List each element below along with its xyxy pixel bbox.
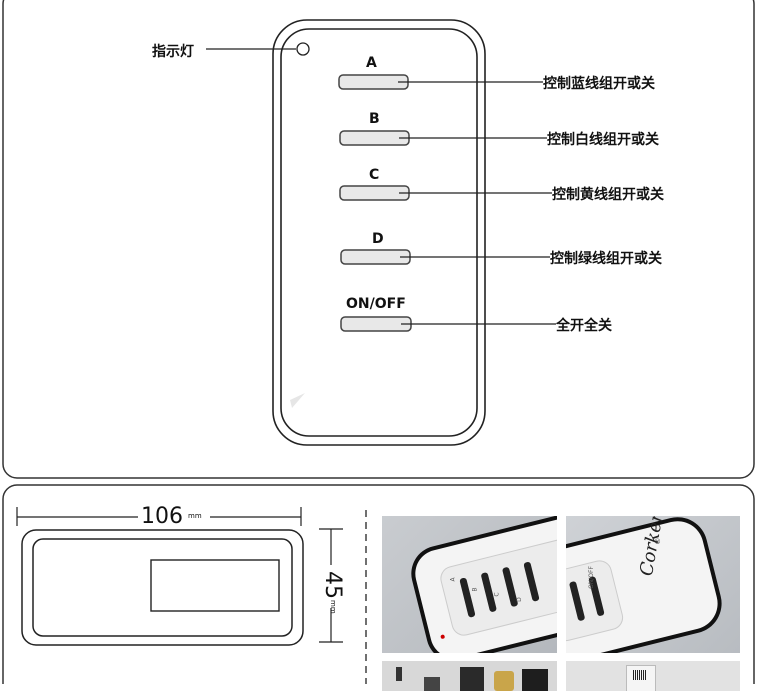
photo-letter-c: C [493, 592, 501, 597]
height-unit: mm [329, 600, 337, 614]
height-value: 45 [320, 571, 345, 599]
button-d-label: D [372, 231, 384, 247]
button-a-label: A [366, 55, 377, 71]
photo-battery [382, 661, 557, 691]
width-value: 106 [141, 504, 183, 529]
button-a-shape [338, 74, 409, 90]
indicator-light [296, 42, 310, 56]
indicator-label: 指示灯 [152, 44, 194, 60]
desc-b: 控制白线组开或关 [547, 132, 659, 148]
desc-c: 控制黄线组开或关 [552, 187, 664, 203]
width-unit: mm [188, 512, 202, 520]
button-b-shape [339, 130, 410, 146]
desc-onoff: 全开全关 [556, 318, 612, 334]
photo-letter-d: D [515, 597, 523, 602]
remote-inner [280, 28, 478, 437]
photo-remote-right: ON/OFF Corker ® [566, 516, 740, 653]
top-panel-frame [2, 0, 755, 479]
button-d-shape [340, 249, 411, 265]
button-b-label: B [369, 111, 380, 127]
button-onoff-shape [340, 316, 412, 332]
button-onoff-label: ON/OFF [346, 296, 406, 312]
photo-onoff: ON/OFF [587, 566, 595, 589]
brand-mark: ® [654, 538, 661, 546]
height-label-group: 45 mm [311, 571, 351, 614]
remote-top-view-window [150, 559, 280, 612]
bottom-panel-frame [2, 484, 755, 684]
photo-letter-a: A [449, 577, 457, 582]
desc-a: 控制蓝线组开或关 [543, 76, 655, 92]
button-c-label: C [369, 167, 380, 183]
photo-remote-left: A B C D [382, 516, 557, 653]
photo-letter-b: B [471, 587, 479, 592]
button-c-shape [339, 185, 410, 201]
photo-back [566, 661, 740, 691]
desc-d: 控制绿线组开或关 [550, 251, 662, 267]
